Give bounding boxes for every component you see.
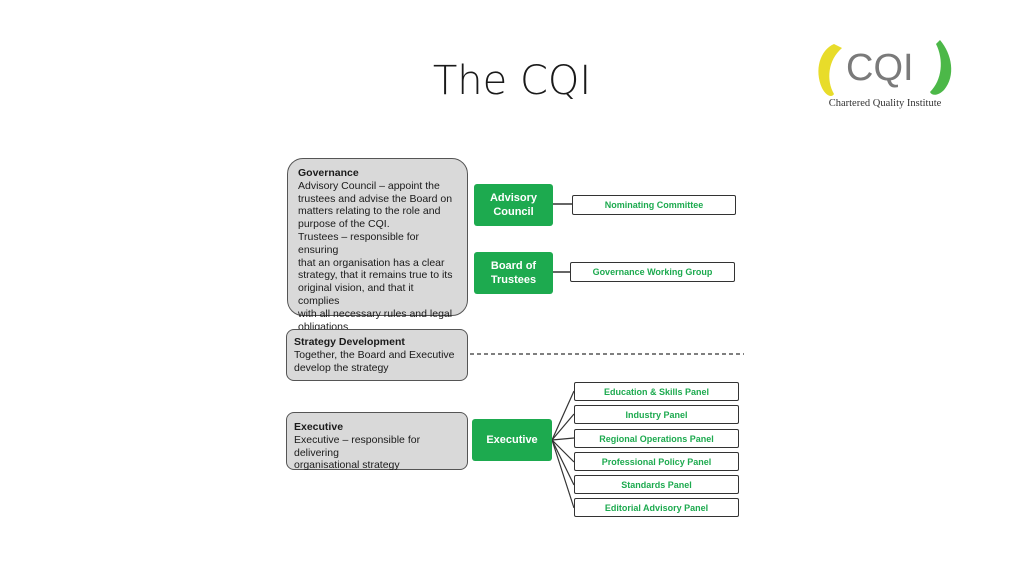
- executive-info-heading: Executive: [294, 421, 344, 433]
- strategy-body: Together, the Board and Executive develo…: [294, 348, 455, 374]
- panel-standards: Standards Panel: [574, 475, 739, 494]
- logo-green-leaf: [930, 40, 952, 95]
- panel-editorial-advisory: Editorial Advisory Panel: [574, 498, 739, 517]
- governance-box: Governance Advisory Council – appoint th…: [287, 158, 468, 333]
- governance-body: Advisory Council – appoint the trustees …: [298, 179, 453, 333]
- advisory-council-node: Advisory Council: [474, 184, 553, 226]
- governance-working-group-box: Governance Working Group: [570, 262, 735, 282]
- slide-title: The CQI: [432, 58, 592, 104]
- panel-professional-policy: Professional Policy Panel: [574, 452, 739, 471]
- logo-tagline: Chartered Quality Institute: [828, 98, 942, 109]
- panel-industry: Industry Panel: [574, 405, 739, 424]
- executive-info-body: Executive – responsible for delivering o…: [294, 433, 421, 472]
- executive-node: Executive: [472, 419, 552, 461]
- logo-yellow-leaf: [818, 44, 842, 96]
- governance-heading: Governance: [298, 167, 359, 179]
- cqi-logo: CQI: [818, 40, 952, 96]
- executive-info-box: Executive Executive – responsible for de…: [286, 412, 468, 472]
- strategy-box: Strategy Development Together, the Board…: [286, 329, 468, 381]
- strategy-heading: Strategy Development: [294, 336, 405, 348]
- nominating-committee-box: Nominating Committee: [572, 195, 736, 215]
- panel-education-skills: Education & Skills Panel: [574, 382, 739, 401]
- logo-wordmark: CQI: [846, 47, 914, 89]
- panel-regional-operations: Regional Operations Panel: [574, 429, 739, 448]
- board-of-trustees-node: Board of Trustees: [474, 252, 553, 294]
